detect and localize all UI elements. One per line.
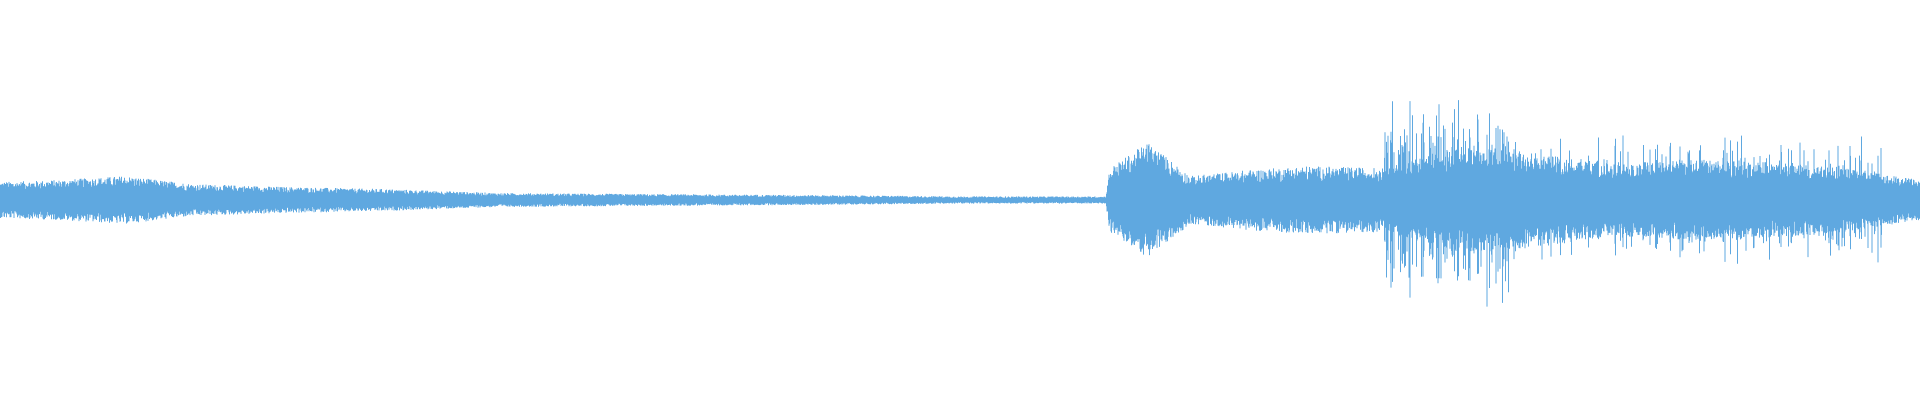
- waveform-trace: [0, 100, 1920, 307]
